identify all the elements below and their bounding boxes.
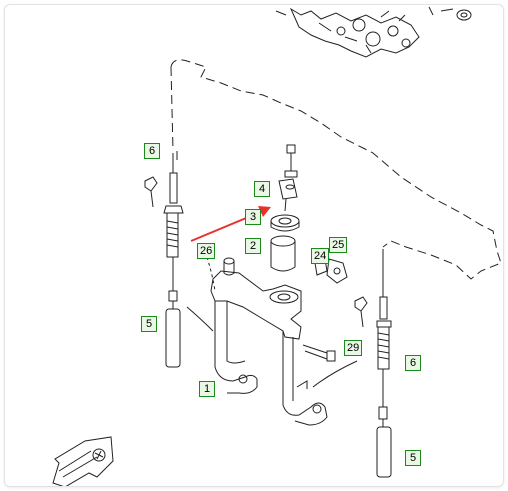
callout-29[interactable]: 29: [344, 340, 363, 356]
callout-5-right[interactable]: 5: [405, 450, 421, 466]
bolt-assembly: [278, 144, 298, 212]
right-cable-assembly: [354, 249, 392, 478]
dashed-boundary: [170, 59, 502, 280]
callout-5-left[interactable]: 5: [141, 316, 157, 332]
washer-part: [270, 214, 300, 232]
diagram-frame: 1 2 3 4 5 5 6 6 24 25 26 29: [4, 4, 504, 487]
pivot-bolt: [302, 344, 336, 362]
callout-25[interactable]: 25: [329, 237, 348, 253]
callout-4[interactable]: 4: [254, 181, 270, 197]
engine-assembly-icon: [275, 6, 472, 58]
bushing-part: [270, 235, 296, 272]
callout-3[interactable]: 3: [245, 209, 261, 225]
callout-6-right[interactable]: 6: [405, 355, 421, 371]
callout-6-left[interactable]: 6: [144, 143, 160, 159]
left-cable-assembly: [144, 153, 184, 368]
callout-1[interactable]: 1: [199, 381, 215, 397]
parts-diagram: [52, 6, 502, 486]
callout-2[interactable]: 2: [245, 238, 261, 254]
callout-26[interactable]: 26: [197, 243, 216, 259]
callout-24[interactable]: 24: [311, 248, 330, 264]
spacer-part: [223, 257, 235, 276]
shift-lever-assembly: [210, 270, 328, 426]
orientation-arrow-icon: [52, 436, 114, 486]
